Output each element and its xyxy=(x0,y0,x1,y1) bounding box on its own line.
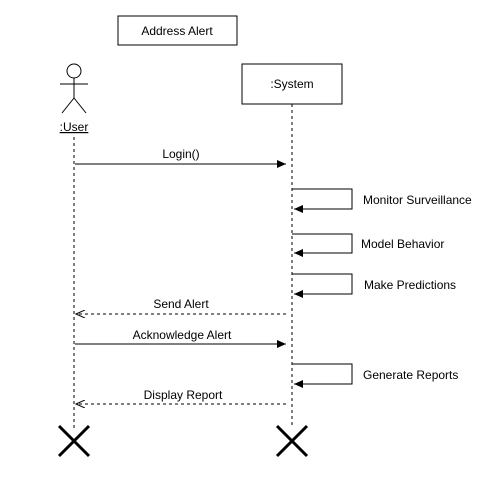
system-label: :System xyxy=(270,77,313,91)
message-login: Login() xyxy=(75,147,286,168)
message-login-label: Login() xyxy=(162,147,199,161)
diagram-title: Address Alert xyxy=(117,15,238,46)
self-message-monitor-surveillance: Monitor Surveillance xyxy=(292,188,472,213)
return-message-send-alert: Send Alert xyxy=(76,297,286,314)
return-message-display-report: Display Report xyxy=(76,388,286,404)
actor-user xyxy=(60,63,88,114)
self-message-model-behavior-label: Model Behavior xyxy=(361,237,444,251)
message-acknowledge-alert: Acknowledge Alert xyxy=(75,328,286,348)
diagram-title-text: Address Alert xyxy=(141,24,213,38)
actor-left-leg xyxy=(61,97,75,114)
self-message-model-behavior: Model Behavior xyxy=(292,233,444,257)
system-destroy-marker xyxy=(275,424,309,458)
actor-label: :User xyxy=(60,120,89,134)
self-message-generate-reports-label: Generate Reports xyxy=(363,368,458,382)
message-acknowledge-alert-label: Acknowledge Alert xyxy=(133,328,232,342)
return-message-send-alert-label: Send Alert xyxy=(153,297,209,311)
actor-head xyxy=(66,63,82,79)
self-message-generate-reports: Generate Reports xyxy=(292,363,458,388)
return-message-display-report-label: Display Report xyxy=(144,388,223,402)
self-message-make-predictions-label: Make Predictions xyxy=(364,278,456,292)
actor-right-leg xyxy=(73,97,87,114)
system-object: :System xyxy=(241,63,343,105)
actor-destroy-marker xyxy=(57,424,91,458)
self-message-monitor-surveillance-label: Monitor Surveillance xyxy=(363,193,472,207)
self-message-make-predictions: Make Predictions xyxy=(292,273,456,298)
